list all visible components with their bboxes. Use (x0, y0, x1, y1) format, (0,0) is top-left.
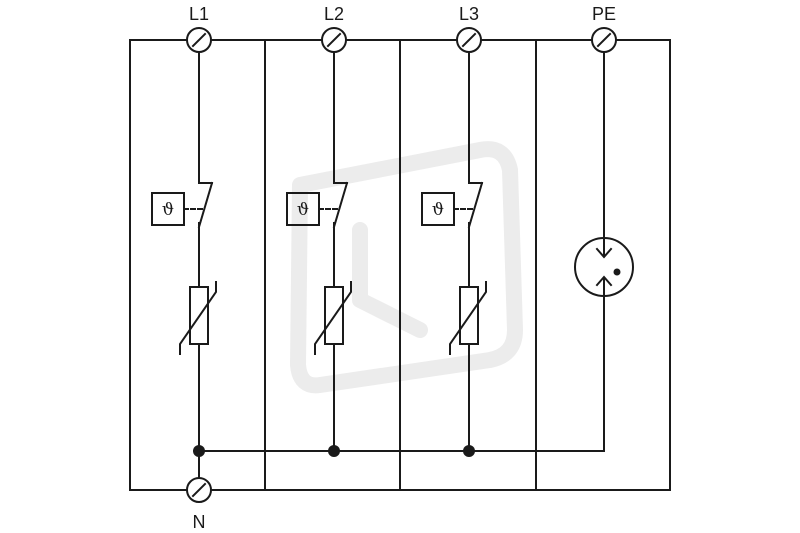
terminal-l1 (186, 27, 212, 53)
thermal-symbol: ϑ (432, 200, 444, 220)
junction-dot (328, 445, 340, 457)
thermal-symbol: ϑ (297, 200, 309, 220)
label-n: N (193, 512, 206, 532)
label-l3: L3 (459, 4, 479, 24)
thermal-symbol: ϑ (162, 200, 174, 220)
terminal-l2 (321, 27, 347, 53)
junction-dot (193, 445, 205, 457)
branch-l1 (151, 52, 217, 478)
terminal-n (186, 477, 212, 503)
branch-pe (574, 52, 634, 452)
terminal-pe (591, 27, 617, 53)
common-bus (193, 445, 605, 457)
branch-l2 (286, 52, 352, 452)
branch-l3 (421, 52, 487, 452)
junction-dot (463, 445, 475, 457)
label-l2: L2 (324, 4, 344, 24)
terminal-l3 (456, 27, 482, 53)
frame-wiring (129, 39, 671, 491)
label-pe: PE (592, 4, 616, 24)
label-l1: L1 (189, 4, 209, 24)
